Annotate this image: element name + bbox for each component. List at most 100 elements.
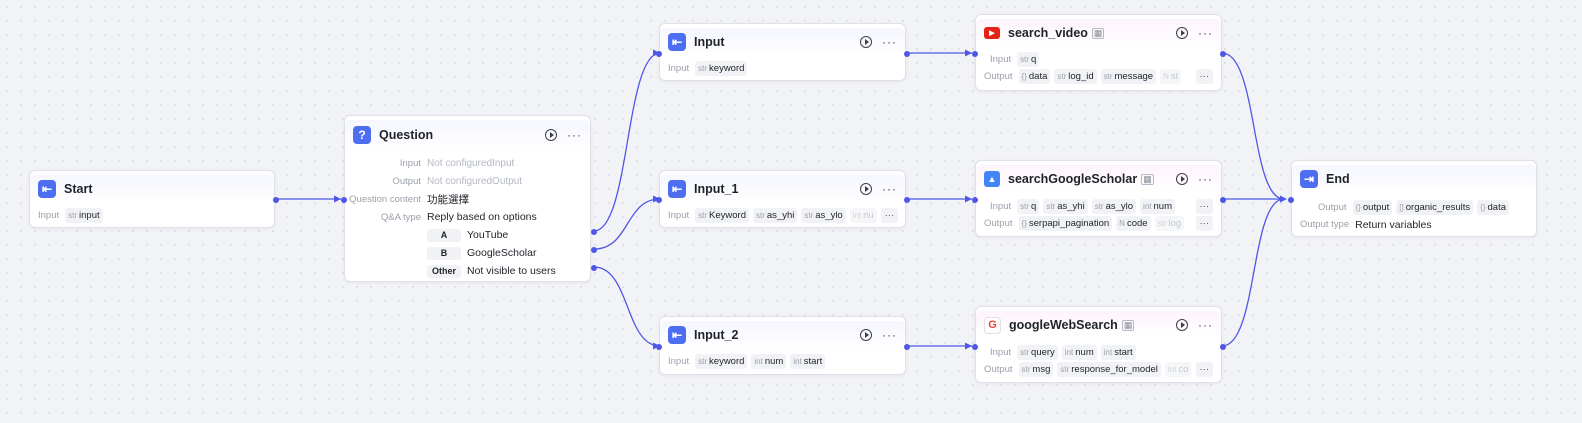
more-dots-icon[interactable]: ···	[1198, 318, 1213, 332]
param-tag: {}serpapi_pagination	[1018, 216, 1113, 231]
output-handle[interactable]	[1220, 344, 1226, 350]
plugin-icon: ▦	[1121, 319, 1135, 331]
scholar-cap-icon: ▲	[984, 171, 1000, 187]
more-dots-icon[interactable]: ···	[882, 182, 897, 196]
param-tag: []organic_results	[1396, 200, 1474, 215]
input-handle[interactable]	[656, 51, 662, 57]
arrow-into-box-icon: ⇤	[668, 326, 686, 344]
input-handle[interactable]	[656, 344, 662, 350]
play-circle-icon[interactable]	[545, 129, 557, 141]
input-label: Input	[668, 356, 690, 367]
arrow-web	[965, 342, 972, 350]
expand-params-button[interactable]: ···	[880, 208, 899, 223]
input-label: Input	[668, 210, 690, 221]
input-label: Input	[668, 63, 690, 74]
play-circle-icon[interactable]	[1176, 173, 1188, 185]
edge-question-input2	[593, 266, 661, 347]
expand-params-button[interactable]: ···	[1195, 362, 1213, 377]
input-label: Input	[990, 54, 1012, 65]
input-handle[interactable]	[972, 344, 978, 350]
node-title: Question	[379, 128, 434, 142]
input-handle[interactable]	[972, 197, 978, 203]
play-circle-icon[interactable]	[860, 329, 872, 341]
input-handle[interactable]	[1288, 197, 1294, 203]
output-value: Not configuredOutput	[427, 175, 523, 187]
arrow-out-box-icon: ⇥	[1300, 170, 1318, 188]
output-handle[interactable]	[1220, 197, 1226, 203]
output-handle[interactable]	[904, 344, 910, 350]
more-dots-icon[interactable]: ···	[882, 328, 897, 342]
question-mark-icon: ?	[353, 126, 371, 144]
end-node[interactable]: ⇥ End Output {}output []organic_results …	[1288, 160, 1537, 237]
play-circle-icon[interactable]	[860, 183, 872, 195]
expand-params-button[interactable]: ···	[1195, 69, 1213, 84]
param-tag: {}output	[1352, 200, 1393, 215]
more-dots-icon[interactable]: ···	[1198, 26, 1213, 40]
input-handle[interactable]	[341, 197, 347, 203]
node-title: Input	[694, 35, 725, 49]
plugin-icon: ▦	[1141, 173, 1154, 185]
more-dots-icon[interactable]: ···	[882, 35, 897, 49]
edge-question-input1	[593, 198, 661, 250]
output-handle[interactable]	[273, 197, 279, 203]
arrow-video	[965, 49, 972, 57]
google-g-icon: G	[984, 316, 1001, 334]
output-handle[interactable]	[904, 51, 910, 57]
output-label: Output	[984, 364, 1013, 375]
node-title: googleWebSearch	[1009, 318, 1118, 332]
option-b-handle[interactable]	[591, 247, 597, 253]
output-label: Output	[392, 175, 421, 187]
play-circle-icon[interactable]	[1176, 27, 1188, 39]
output-handle[interactable]	[1220, 51, 1226, 57]
arrow-scholar	[965, 195, 972, 203]
play-circle-icon[interactable]	[860, 36, 872, 48]
input-label: Input	[399, 157, 421, 169]
edge-video-end	[1221, 52, 1285, 200]
node-title: searchGoogleScholar	[1008, 172, 1138, 186]
param-tag: {}data	[1018, 69, 1051, 84]
qa-type-label: Q&A type	[380, 211, 421, 223]
expand-params-button[interactable]: ···	[1195, 216, 1213, 231]
edge-web-end	[1221, 198, 1285, 347]
content-label: Question content	[349, 193, 421, 205]
more-dots-icon[interactable]: ···	[567, 128, 582, 142]
output-label: Output	[984, 71, 1013, 82]
expand-params-button[interactable]: ···	[1195, 199, 1213, 214]
input-handle[interactable]	[656, 197, 662, 203]
edge-question-input	[593, 52, 661, 232]
more-dots-icon[interactable]: ···	[1198, 172, 1213, 186]
play-circle-icon[interactable]	[1176, 319, 1188, 331]
output-handle[interactable]	[904, 197, 910, 203]
input-handle[interactable]	[972, 51, 978, 57]
param-tag: {}data	[1477, 200, 1510, 215]
option-other-handle[interactable]	[591, 265, 597, 271]
plugin-icon: ▦	[1091, 27, 1105, 39]
option-a-handle[interactable]	[591, 229, 597, 235]
